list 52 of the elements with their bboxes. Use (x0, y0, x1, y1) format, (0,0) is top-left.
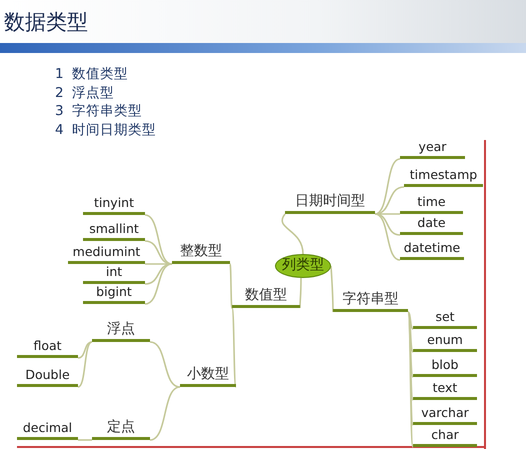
topic-label: 日期时间型 (285, 192, 375, 214)
topic-label: int (83, 262, 145, 284)
connector (374, 213, 400, 261)
connector (150, 386, 180, 441)
connector (78, 341, 92, 359)
topic-ellipse: 列类型 (275, 254, 331, 278)
list-item: 2 浮点型 (55, 84, 114, 100)
topic-label: bigint (83, 282, 145, 304)
connector (407, 311, 414, 330)
topic-label: Double (17, 365, 78, 387)
topic-label: 整数型 (172, 242, 230, 264)
topic-label: timestamp (404, 165, 483, 187)
list-item: 4 时间日期类型 (55, 122, 156, 138)
topic-label: blob (413, 355, 477, 377)
topic-label: 字符串型 (333, 290, 408, 312)
connector (281, 214, 304, 254)
topic-label: set (413, 307, 477, 329)
topic-label: char (413, 425, 477, 447)
list-item: 1 数值类型 (55, 66, 128, 82)
connector (78, 439, 92, 441)
topic-label: 浮点 (92, 320, 150, 342)
topic-label: time (400, 192, 463, 214)
connector (229, 264, 233, 308)
list-item: 3 字符串类型 (55, 103, 142, 119)
connector (144, 214, 172, 265)
title: 数据类型 (4, 9, 88, 36)
topic-label: datetime (400, 238, 464, 260)
topic-label: 数值型 (232, 286, 300, 308)
topic-label: varchar (413, 403, 477, 425)
connector (407, 312, 414, 378)
connector (407, 312, 414, 352)
connector (407, 312, 414, 426)
connector (330, 266, 334, 312)
topic-label: mediumint (68, 242, 145, 264)
topic-label: float (17, 336, 78, 358)
topic-label: tinyint (83, 193, 145, 215)
topic-label: 小数型 (180, 365, 236, 387)
topic-label: text (413, 378, 477, 400)
connector (374, 158, 400, 215)
topic-label: smallint (83, 219, 145, 241)
topic-label: 定点 (92, 418, 150, 440)
connector (78, 341, 92, 388)
topic-label: enum (413, 330, 477, 352)
connector (144, 263, 172, 305)
topic-label: year (400, 137, 465, 159)
connector (407, 312, 414, 448)
topic-label: decimal (17, 418, 78, 440)
connector (150, 341, 180, 388)
topic-label: date (400, 213, 463, 235)
connector (407, 312, 414, 400)
connector (231, 308, 237, 388)
connector (299, 278, 302, 308)
